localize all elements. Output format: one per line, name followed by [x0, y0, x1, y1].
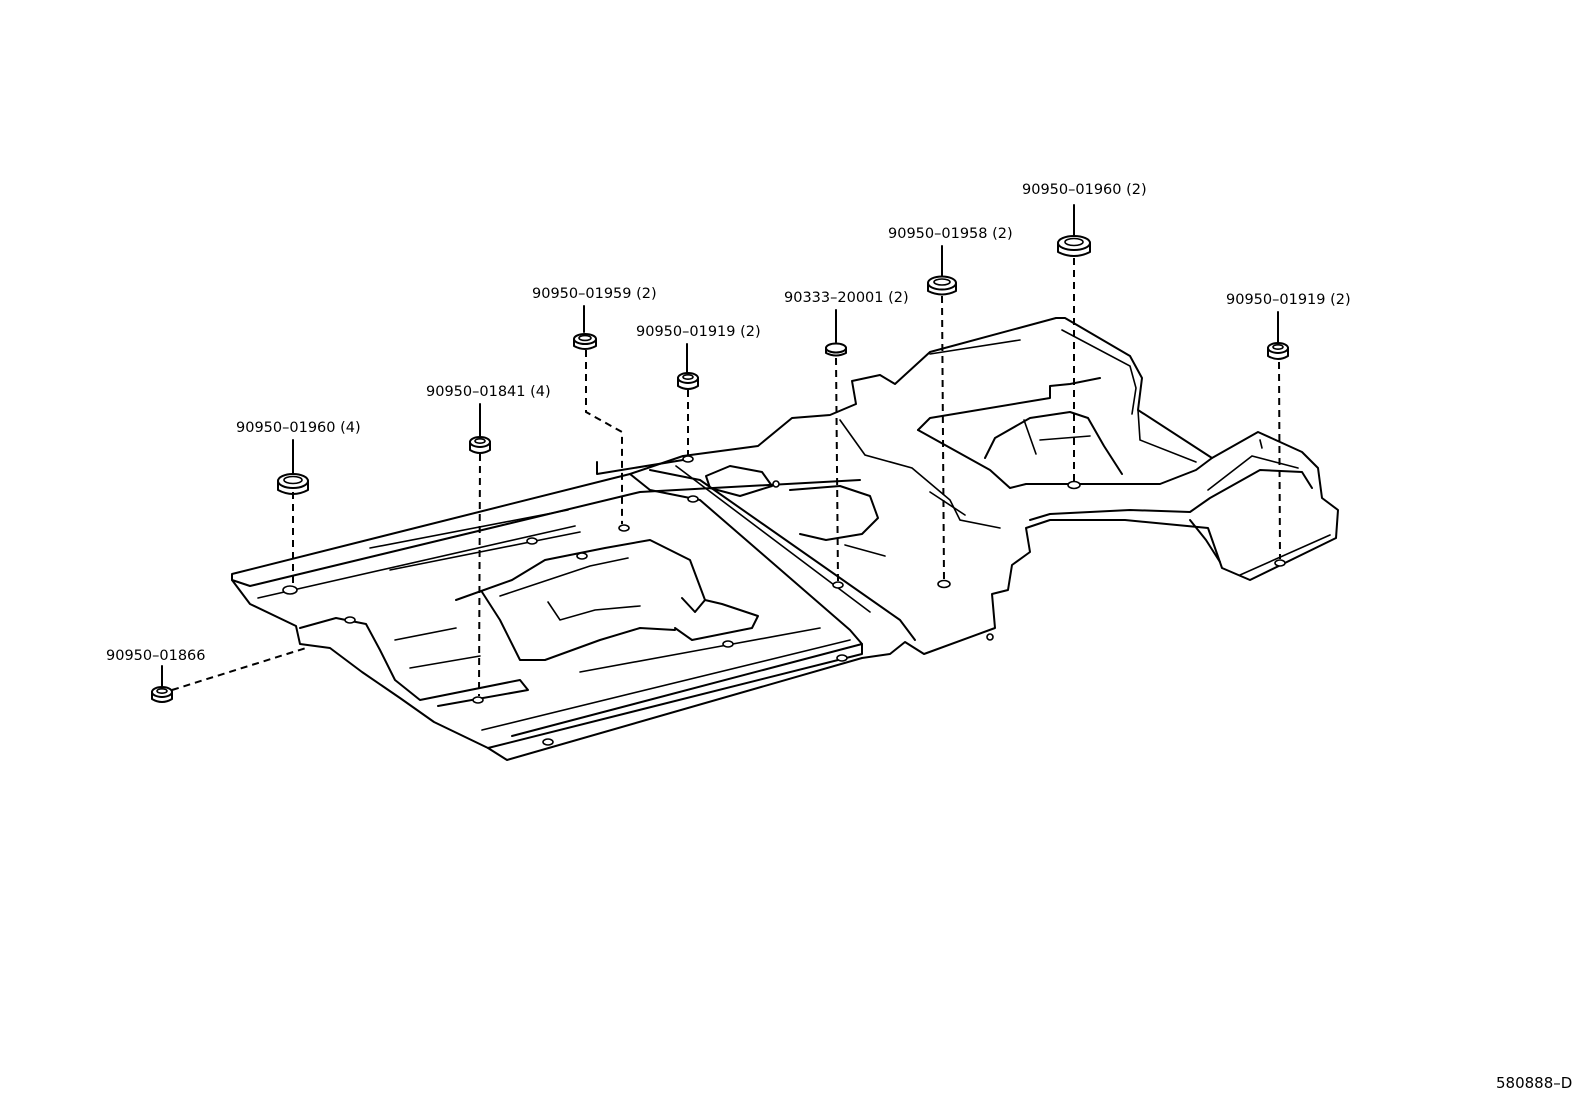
- part-label-p2[interactable]: 90950–01841 (4): [426, 384, 551, 400]
- leader-lines: [161, 204, 1281, 697]
- plug-icon-p9[interactable]: [151, 686, 173, 703]
- part-label-p4[interactable]: 90950–01919 (2): [636, 324, 761, 340]
- plug-icon-p3[interactable]: [573, 333, 597, 350]
- part-label-p8[interactable]: 90950–01919 (2): [1226, 292, 1351, 308]
- mounting-holes: [282, 455, 1286, 746]
- part-label-p3[interactable]: 90950–01959 (2): [532, 286, 657, 302]
- plug-icon-p5[interactable]: [825, 342, 847, 357]
- diagram-code: 580888–D: [1496, 1074, 1572, 1092]
- plug-icon-p4[interactable]: [677, 372, 699, 390]
- part-label-p5[interactable]: 90333–20001 (2): [784, 290, 909, 306]
- part-label-p7[interactable]: 90950–01960 (2): [1022, 182, 1147, 198]
- plug-icon-p6[interactable]: [927, 275, 957, 296]
- plug-icon-p2[interactable]: [469, 436, 491, 454]
- plug-icon-p7[interactable]: [1057, 235, 1091, 257]
- floor-pan-outline: [231, 317, 1339, 761]
- part-label-p6[interactable]: 90950–01958 (2): [888, 226, 1013, 242]
- plug-icon-p8[interactable]: [1267, 342, 1289, 360]
- plug-icon-p1[interactable]: [277, 473, 309, 495]
- part-label-p9[interactable]: 90950–01866: [106, 648, 206, 664]
- part-label-p1[interactable]: 90950–01960 (4): [236, 420, 361, 436]
